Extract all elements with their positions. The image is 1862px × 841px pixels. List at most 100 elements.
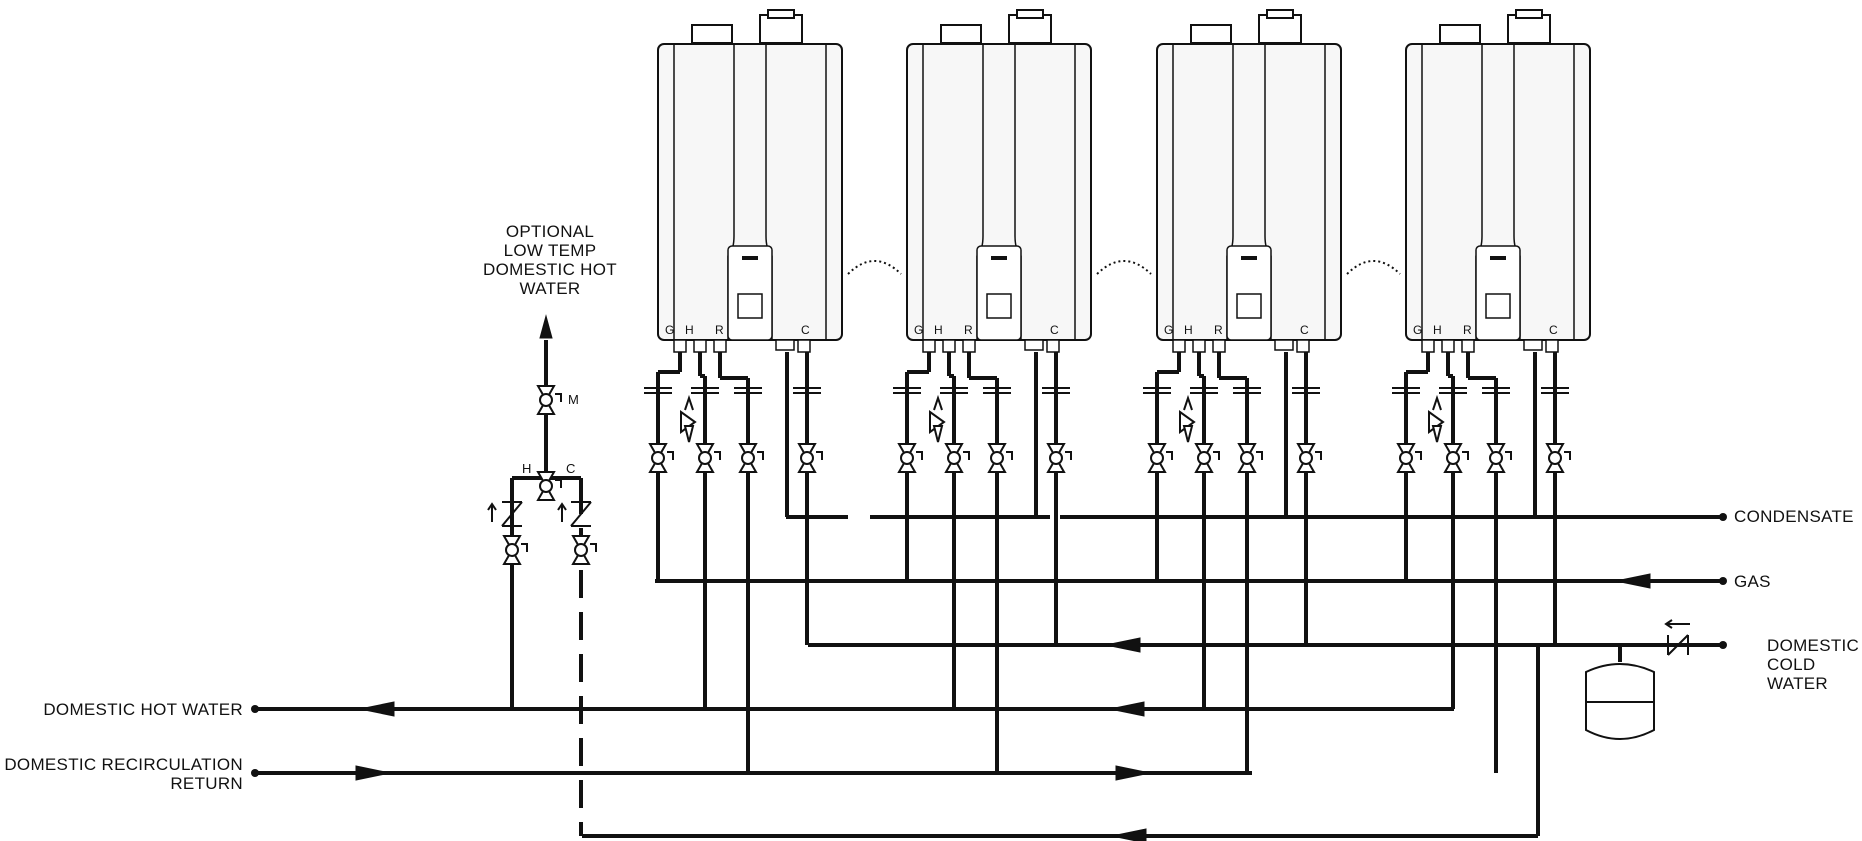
recirc-isolation-valve	[987, 443, 1013, 473]
gas-shutoff-valve	[1396, 443, 1422, 473]
hot-water-terminal	[251, 705, 259, 713]
heater-control-panel	[1226, 245, 1272, 341]
heater-vent-cap	[1266, 9, 1294, 19]
cold-water-terminal	[1719, 641, 1727, 649]
heater-drain-fitting	[1024, 339, 1044, 351]
dcw-line-3: WATER	[1767, 674, 1828, 693]
heater-port-letter: G	[665, 323, 674, 337]
heater-port-fitting	[1046, 339, 1060, 353]
heater-port-fitting	[922, 339, 936, 353]
heater-control-panel	[1475, 245, 1521, 341]
optional-line-1: OPTIONAL	[505, 222, 595, 241]
cold-union	[1541, 387, 1569, 394]
heater-vent-cap	[767, 9, 795, 19]
hot-inlet-valve	[502, 535, 528, 565]
gas-label: GAS	[1734, 572, 1771, 591]
cold-flow-arrow	[1105, 637, 1141, 653]
drr-line-2: RETURN	[170, 774, 243, 793]
heater-port-letter: H	[1433, 323, 1442, 337]
heater-control-panel	[976, 245, 1022, 341]
optional-line-3: DOMESTIC HOT	[483, 260, 617, 279]
recirc-union	[734, 387, 762, 394]
heater-port-letter: C	[1549, 323, 1558, 337]
heater-vent-right	[1008, 14, 1052, 44]
pipes-layer	[255, 340, 1723, 838]
cold-check-valve	[570, 501, 592, 527]
heater-port-letter: R	[964, 323, 973, 337]
hot-isolation-valve	[944, 443, 970, 473]
dcw-line-2: COLD	[1767, 655, 1816, 674]
symbols-layer	[251, 314, 1727, 841]
heater-logo	[991, 256, 1007, 260]
heater-logo	[742, 256, 758, 260]
cold-isolation-valve	[1046, 443, 1072, 473]
pressure-relief-valve	[929, 394, 946, 443]
heater-link-cable	[1096, 260, 1152, 275]
mixing-outlet-valve	[536, 385, 562, 415]
heater-drain-fitting	[1274, 339, 1294, 351]
recirc-isolation-valve	[738, 443, 764, 473]
dcw-line-1: DOMESTIC	[1767, 636, 1860, 655]
heater-port-fitting	[693, 339, 707, 353]
heater-vent-left	[1439, 24, 1481, 44]
hot-union	[691, 387, 719, 394]
heater-port-letter: C	[801, 323, 810, 337]
gas-union	[1392, 387, 1420, 394]
heater-port-fitting	[1192, 339, 1206, 353]
cold-isolation-valve	[1545, 443, 1571, 473]
domestic-hot-water-label: DOMESTIC HOT WATER	[43, 700, 243, 719]
gas-union	[1143, 387, 1171, 394]
heater-drain-fitting	[775, 339, 795, 351]
heater-display	[1236, 293, 1262, 319]
optional-low-temp-label: OPTIONAL LOW TEMP DOMESTIC HOT WATER	[470, 222, 630, 298]
heater-vent-cap	[1515, 9, 1543, 19]
heater-port-letter: G	[914, 323, 923, 337]
heater-port-letter: R	[715, 323, 724, 337]
cold-flow-indicator	[557, 502, 567, 522]
heater-port-fitting	[797, 339, 811, 353]
heater-port-fitting	[1421, 339, 1435, 353]
gas-flow-arrow	[1615, 573, 1651, 589]
hot-isolation-valve	[1443, 443, 1469, 473]
heater-vent-left	[940, 24, 982, 44]
hot-union	[1439, 387, 1467, 394]
heater-port-letter: R	[1463, 323, 1472, 337]
heater-port-fitting	[1545, 339, 1559, 353]
hot-union	[1190, 387, 1218, 394]
gas-shutoff-valve	[897, 443, 923, 473]
mixing-valve-m-label: M	[568, 392, 580, 407]
heater-vent-left	[691, 24, 733, 44]
return-flow-arrow	[1111, 828, 1147, 841]
heater-port-fitting	[1212, 339, 1226, 353]
domestic-recirculation-return-label: DOMESTIC RECIRCULATION RETURN	[0, 755, 243, 793]
mixing-valve-c-label: C	[566, 461, 576, 476]
heater-port-fitting	[1461, 339, 1475, 353]
recirc-union	[1233, 387, 1261, 394]
hot-check-valve	[501, 501, 523, 527]
gas-terminal	[1719, 577, 1727, 585]
heater-port-fitting	[962, 339, 976, 353]
hot-flow-arrow	[359, 701, 395, 717]
recirc-flow-arrow	[355, 765, 391, 781]
gas-shutoff-valve	[1147, 443, 1173, 473]
heater-display	[1485, 293, 1511, 319]
recirc-isolation-valve	[1237, 443, 1263, 473]
heater-vent-left	[1190, 24, 1232, 44]
heater-link-cable	[1346, 260, 1401, 275]
cold-isolation-valve	[1296, 443, 1322, 473]
heater-port-fitting	[673, 339, 687, 353]
pressure-relief-valve	[1428, 394, 1445, 443]
heater-port-letter: G	[1164, 323, 1173, 337]
cold-union	[1292, 387, 1320, 394]
heater-port-fitting	[1296, 339, 1310, 353]
hot-isolation-valve	[1194, 443, 1220, 473]
hot-isolation-valve	[695, 443, 721, 473]
cold-inlet-direction	[1664, 619, 1690, 629]
heater-port-letter: H	[685, 323, 694, 337]
pressure-relief-valve	[1179, 394, 1196, 443]
